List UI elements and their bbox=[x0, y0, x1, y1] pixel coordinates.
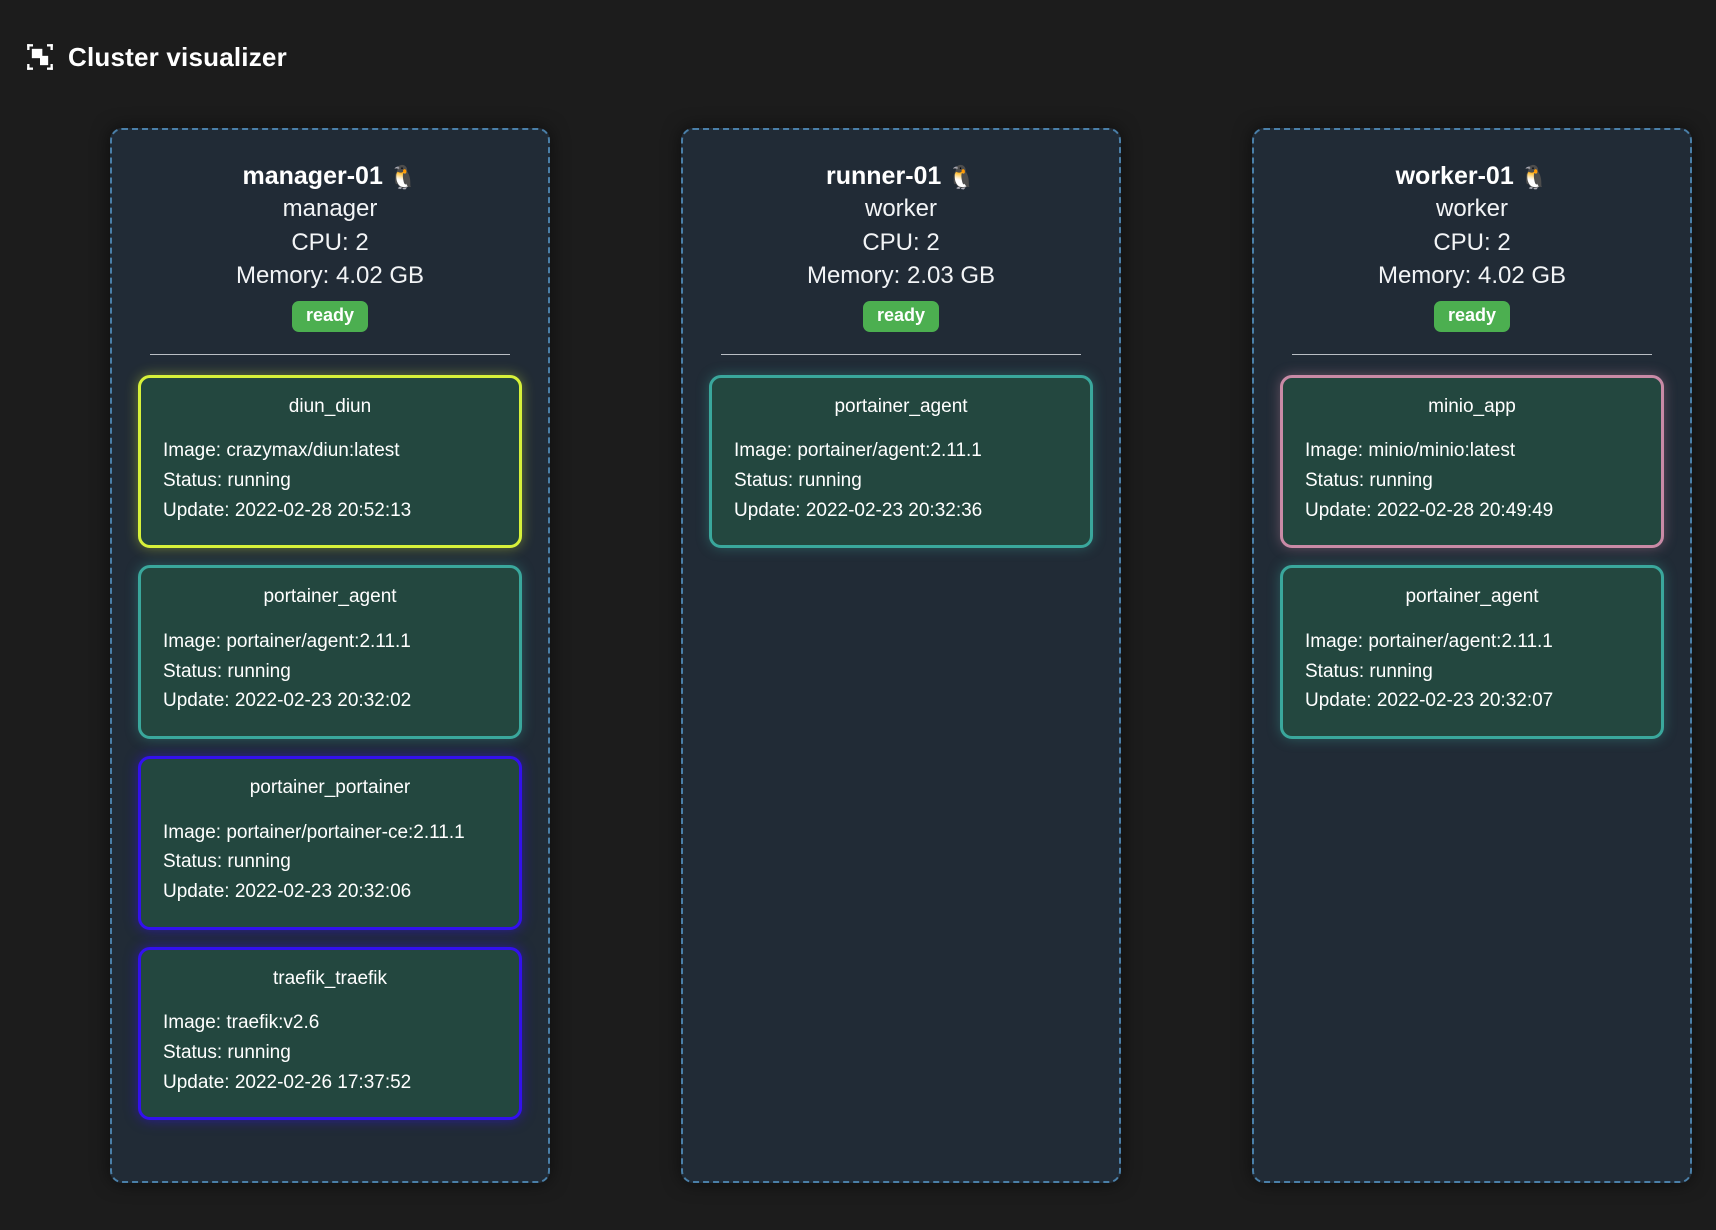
node-divider bbox=[150, 353, 510, 355]
service-update: Update: 2022-02-28 20:52:13 bbox=[163, 499, 412, 521]
status-badge: ready bbox=[291, 300, 369, 332]
service-status: Status: running bbox=[734, 469, 862, 491]
node-role: worker bbox=[864, 195, 937, 223]
service-status: Status: running bbox=[163, 469, 291, 491]
service-image: Image: portainer/agent:2.11.1 bbox=[734, 440, 982, 462]
service-name: portainer_agent bbox=[263, 586, 397, 608]
node-spacer bbox=[709, 548, 1093, 1155]
linux-penguin-icon: 🐧 bbox=[1519, 164, 1549, 190]
node-spacer bbox=[1280, 739, 1664, 1155]
service-image: Image: minio/minio:latest bbox=[1305, 440, 1516, 462]
node-name: worker-01🐧 bbox=[1280, 160, 1664, 192]
node-cpu: CPU: 2 bbox=[862, 228, 940, 256]
service-name: portainer_agent bbox=[834, 395, 968, 417]
status-badge: ready bbox=[1433, 300, 1511, 332]
node-name-text: worker-01 bbox=[1395, 162, 1514, 190]
node-spacer bbox=[138, 1120, 522, 1155]
service-update: Update: 2022-02-23 20:32:36 bbox=[734, 499, 983, 521]
node-name-text: runner-01 bbox=[826, 162, 942, 190]
service-status: Status: running bbox=[163, 660, 291, 682]
node-name-text: manager-01 bbox=[242, 162, 383, 190]
node-cpu: CPU: 2 bbox=[291, 228, 369, 256]
service-name: portainer_agent bbox=[1405, 586, 1539, 608]
node-memory: Memory: 4.02 GB bbox=[1377, 261, 1567, 289]
node-memory: Memory: 4.02 GB bbox=[235, 261, 425, 289]
service-image: Image: portainer/portainer-ce:2.11.1 bbox=[163, 821, 465, 843]
node-role: manager bbox=[282, 195, 378, 223]
service-image: Image: portainer/agent:2.11.1 bbox=[163, 631, 411, 653]
status-badge: ready bbox=[862, 300, 940, 332]
service-image: Image: traefik:v2.6 bbox=[163, 1012, 320, 1034]
node-divider bbox=[721, 353, 1081, 355]
node-role: worker bbox=[1435, 195, 1508, 223]
service-update: Update: 2022-02-23 20:32:02 bbox=[163, 690, 412, 712]
app-header: Cluster visualizer bbox=[0, 0, 1716, 84]
node-name: runner-01🐧 bbox=[709, 160, 1093, 192]
page-title: Cluster visualizer bbox=[68, 42, 287, 72]
service-status: Status: running bbox=[1305, 469, 1433, 491]
node-memory: Memory: 2.03 GB bbox=[806, 261, 996, 289]
linux-penguin-icon: 🐧 bbox=[947, 164, 976, 190]
node-status-wrapper: ready bbox=[1280, 300, 1664, 332]
cluster-frame-icon bbox=[26, 43, 54, 71]
service-name: portainer_portainer bbox=[249, 776, 411, 798]
service-name: traefik_traefik bbox=[272, 967, 388, 989]
service-name: diun_diun bbox=[288, 395, 372, 417]
service-status: Status: running bbox=[163, 1042, 291, 1063]
service-image: Image: portainer/agent:2.11.1 bbox=[1305, 631, 1553, 653]
node-divider bbox=[1292, 353, 1652, 355]
service-status: Status: running bbox=[1305, 660, 1433, 682]
service-name: minio_app bbox=[1428, 395, 1516, 417]
service-update: Update: 2022-02-23 20:32:07 bbox=[1305, 690, 1554, 712]
service-image: Image: crazymax/diun:latest bbox=[163, 440, 400, 462]
node-cpu: CPU: 2 bbox=[1433, 228, 1511, 256]
service-update: Update: 2022-02-28 20:49:49 bbox=[1305, 499, 1554, 521]
service-status: Status: running bbox=[163, 851, 291, 873]
linux-penguin-icon: 🐧 bbox=[388, 164, 418, 190]
node-name: manager-01🐧 bbox=[138, 160, 522, 192]
service-update: Update: 2022-02-26 17:37:52 bbox=[163, 1071, 412, 1093]
node-status-wrapper: ready bbox=[138, 300, 522, 332]
service-update: Update: 2022-02-23 20:32:06 bbox=[163, 880, 412, 902]
node-status-wrapper: ready bbox=[709, 300, 1093, 332]
